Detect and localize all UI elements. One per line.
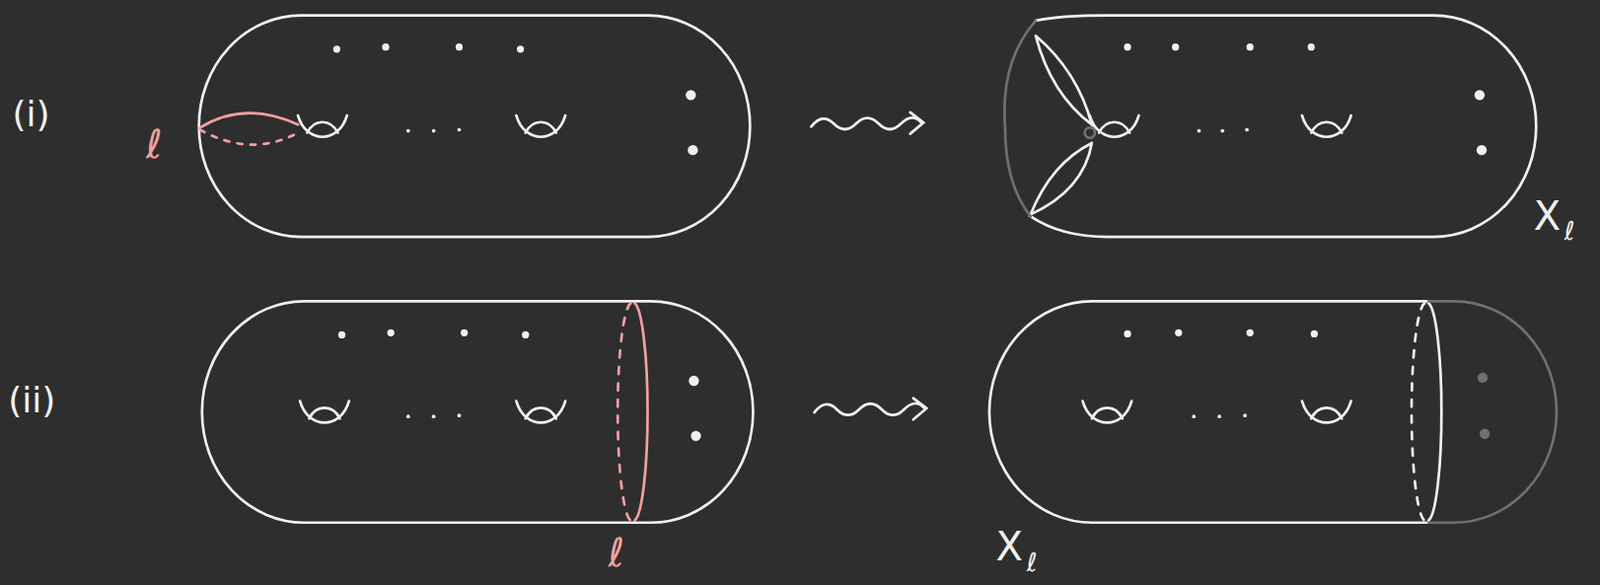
surface-label: X: [996, 526, 1023, 567]
curve-label: ℓ: [145, 124, 163, 164]
case-number: (ii): [7, 382, 56, 419]
surface-label: X: [1533, 196, 1561, 236]
surface-subscript: ℓ: [1026, 549, 1038, 576]
surface-subscript: ℓ: [1564, 218, 1576, 244]
curve-label: ℓ: [608, 532, 626, 573]
case-number: (i): [11, 96, 50, 133]
